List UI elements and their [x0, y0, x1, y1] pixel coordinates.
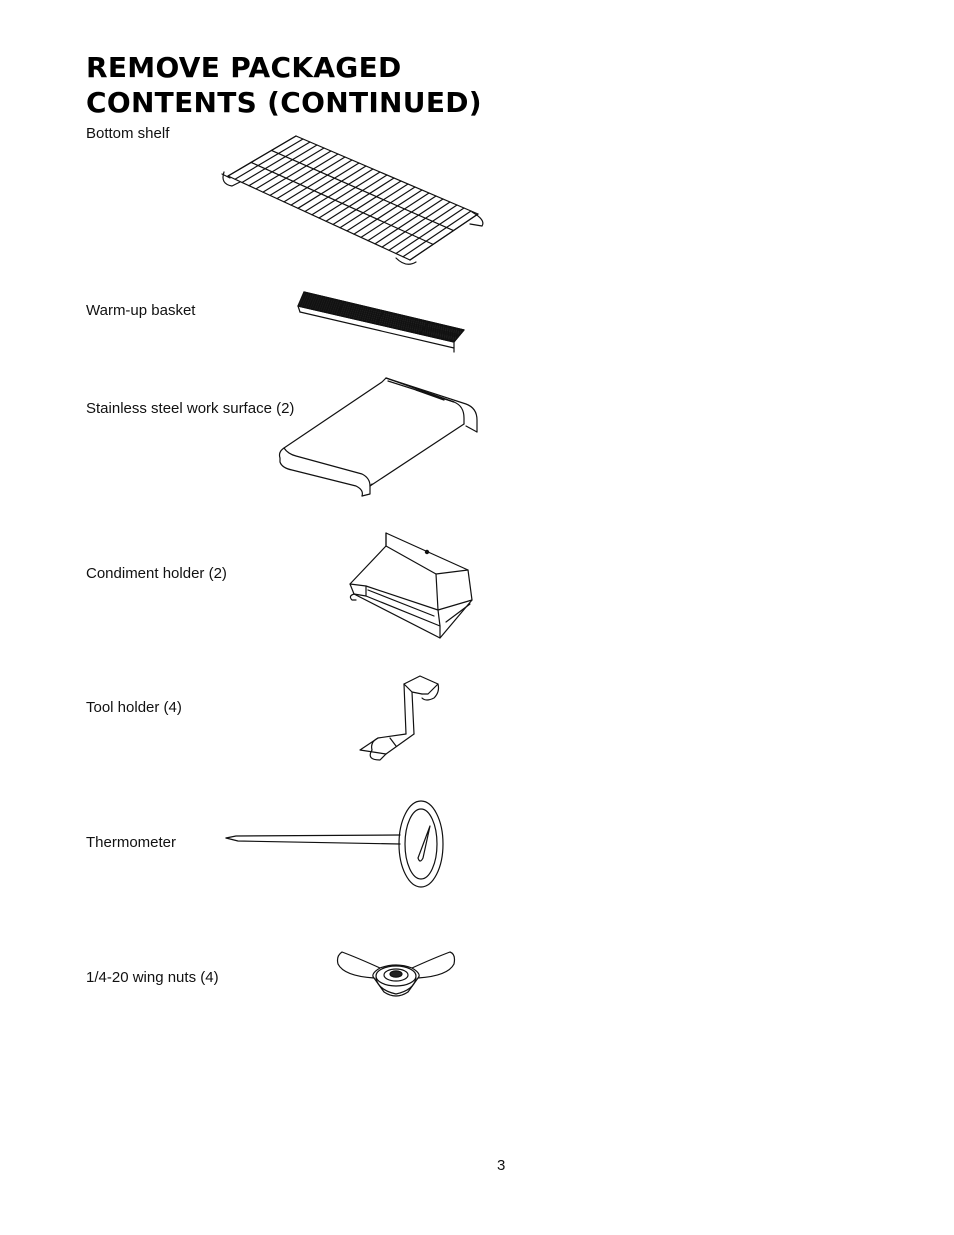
thermometer-label: Thermometer [86, 834, 177, 851]
wing-nut-label: 1/4-20 wing nuts (4) [86, 969, 219, 986]
condiment-holder-illustration [346, 530, 478, 646]
page-title: REMOVE PACKAGED CONTENTS (CONTINUED) [86, 50, 482, 120]
bottom-shelf-label: Bottom shelf [86, 125, 170, 142]
title-line-1: REMOVE PACKAGED [86, 51, 402, 84]
thermometer-illustration [224, 798, 448, 890]
page-number: 3 [497, 1157, 506, 1174]
work-surface-illustration [276, 374, 482, 498]
wing-nut-illustration [334, 942, 460, 1004]
title-line-2: CONTENTS (CONTINUED) [86, 86, 482, 119]
work-surface-label: Stainless steel work surface (2) [86, 400, 295, 417]
tool-holder-illustration [356, 672, 446, 766]
warm-up-basket-illustration [296, 286, 468, 358]
condiment-holder-label: Condiment holder (2) [86, 565, 227, 582]
tool-holder-label: Tool holder (4) [86, 699, 182, 716]
bottom-shelf-illustration [220, 128, 490, 270]
warm-up-basket-label: Warm-up basket [86, 302, 196, 319]
